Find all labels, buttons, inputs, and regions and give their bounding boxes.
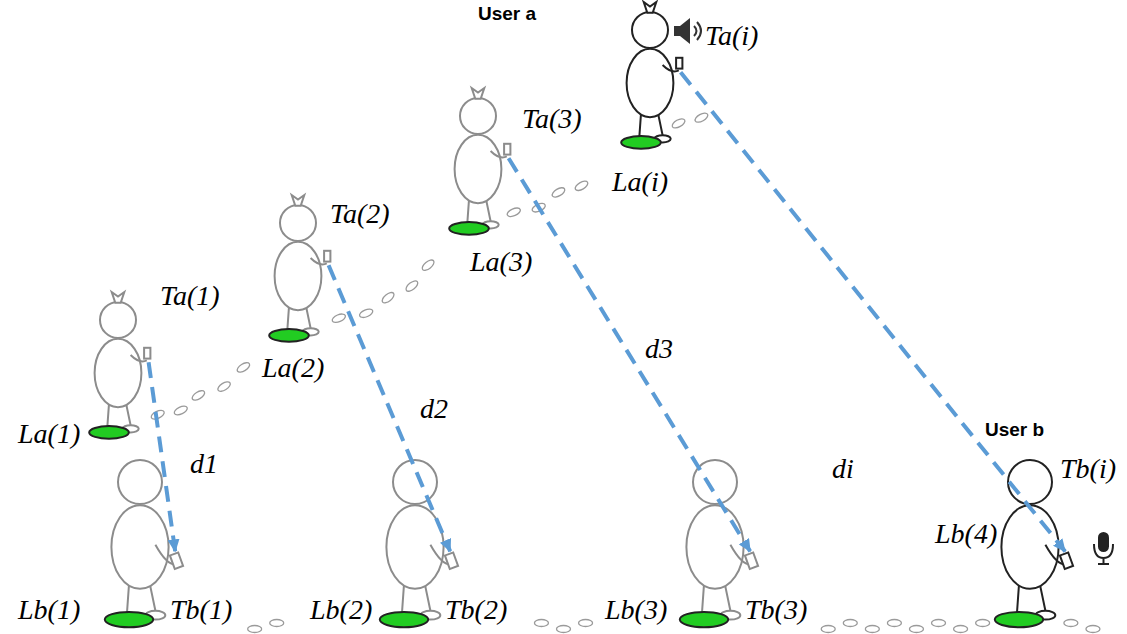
footprint [358,307,374,319]
user-label: User b [985,420,1044,439]
footprint [557,626,571,633]
footprint [843,620,857,627]
footprint [579,620,593,627]
time-label: Tb(1) [170,596,232,624]
user-label: User a [478,4,536,23]
footprint [534,620,548,627]
footprint [551,186,567,199]
footprint [248,626,262,633]
footprint [887,620,901,627]
footprint [506,206,522,218]
footprint [954,626,968,633]
footprint [331,312,347,324]
location-label: La(1) [18,420,80,448]
footprint [694,111,710,124]
footprint [173,404,189,416]
user-a-figure [89,292,150,439]
time-label: Tb(3) [745,596,807,624]
distance-label: d2 [420,395,448,423]
distance-line [681,72,1066,551]
location-label: Lb(2) [310,596,372,624]
footprint [671,117,687,130]
distance-line [509,158,751,551]
distance-line [329,265,451,551]
time-label: Tb(2) [445,596,507,624]
footprint [216,380,232,393]
user-a-figure [269,195,330,342]
time-label: Ta(3) [522,105,582,133]
time-label: Tb(i) [1060,455,1116,483]
distance-label: d3 [645,335,673,363]
footprint [1086,626,1100,633]
location-label: Lb(3) [605,596,667,624]
footprint [404,279,419,293]
microphone-icon [1094,532,1113,564]
footprint [380,291,395,305]
location-label: La(2) [262,354,324,382]
speaker-icon [674,18,701,44]
footprint [191,389,207,402]
user-a-figure [449,88,510,235]
footprint [270,620,284,627]
user-a-figure [621,2,682,149]
footprint [865,626,879,633]
footprint [574,179,590,192]
location-label: La(i) [612,168,668,196]
time-label: Ta(i) [705,22,758,50]
footprint [932,620,946,627]
footprint [420,258,435,272]
distance-line [149,362,176,551]
distance-label: di [832,455,854,483]
footprint [1064,620,1078,627]
location-label: Lb(1) [18,596,80,624]
footprint [821,626,835,633]
time-label: Ta(2) [330,200,390,228]
footprint [236,361,252,374]
location-label: La(3) [470,248,532,276]
location-label: Lb(4) [935,520,997,548]
distance-label: d1 [190,450,218,478]
footprint [909,626,923,633]
time-label: Ta(1) [160,282,220,310]
footprint [976,620,990,627]
